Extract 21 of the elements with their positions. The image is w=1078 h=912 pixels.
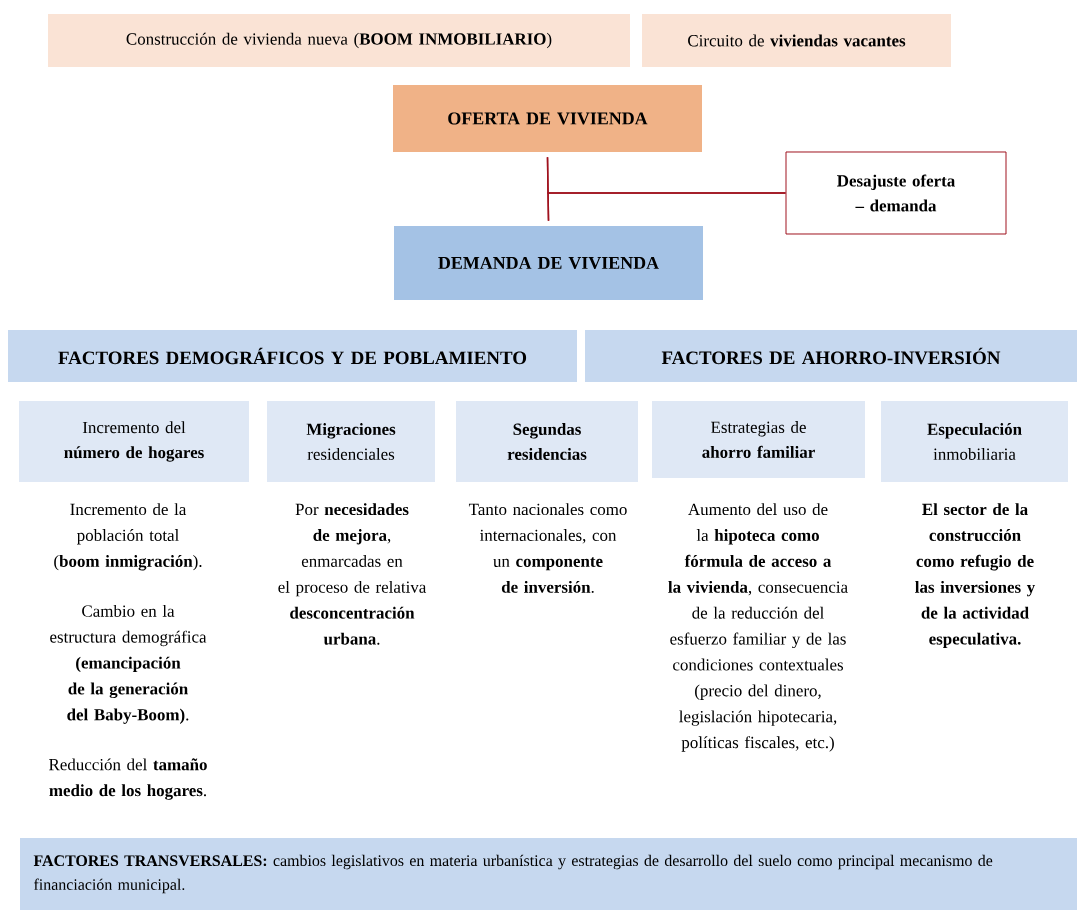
factor-box: Especulación inmobiliaria bbox=[881, 401, 1068, 482]
category-box: Construcción de vivienda nueva (BOOM INMOBILIARIO) bbox=[48, 14, 630, 67]
factor-box: Segundas residencias bbox=[456, 401, 638, 482]
description-text: Reducción del tamaño medio de los hogares. bbox=[49, 758, 207, 800]
category-box: Circuito de viviendas vacantes bbox=[642, 14, 951, 67]
description-text: El sector de la construcción como refugio de las inversiones y de la actividad especulativa. bbox=[915, 503, 1036, 649]
factor-box: Estrategias de ahorro familiar bbox=[652, 401, 865, 478]
outlined-box: Desajuste oferta – demanda bbox=[785, 151, 1007, 235]
description-text: Aumento del uso de la hipoteca como fórmula de acceso a la vivienda, consecuencia de la reducción del esfuerzo familiar y de las condiciones contextuales (precio del dinero, legislación hipotecaria, políticas fiscales, etc.) bbox=[668, 503, 848, 752]
section-band: FACTORES DEMOGRÁFICOS Y DE POBLAMIENTO bbox=[8, 330, 577, 382]
section-band: FACTORES DE AHORRO-INVERSIÓN bbox=[585, 330, 1077, 382]
header-box: DEMANDA DE VIVIENDA bbox=[394, 226, 703, 300]
factor-box: Migraciones residenciales bbox=[267, 401, 435, 482]
band-box: FACTORES TRANSVERSALES: cambios legislativos en materia urbanística y estrategias de desarrollo del suelo como principal mecanismo de financiación municipal. bbox=[20, 838, 1077, 910]
description-text: Tanto nacionales como internacionales, con un componente de inversión. bbox=[468, 503, 627, 593]
description-text: Cambio en la estructura demográfica (emancipación de la generación del Baby-Boom). bbox=[50, 604, 207, 724]
factor-box: Incremento del número de hogares bbox=[19, 401, 249, 482]
description-text: Por necesidades de mejora, enmarcadas en el proceso de relativa desconcentración urbana. bbox=[278, 503, 427, 645]
connector-line bbox=[547, 192, 787, 222]
header-box: OFERTA DE VIVIENDA bbox=[393, 85, 702, 152]
description-text: Incremento de la población total (boom inmigración). bbox=[54, 503, 202, 571]
